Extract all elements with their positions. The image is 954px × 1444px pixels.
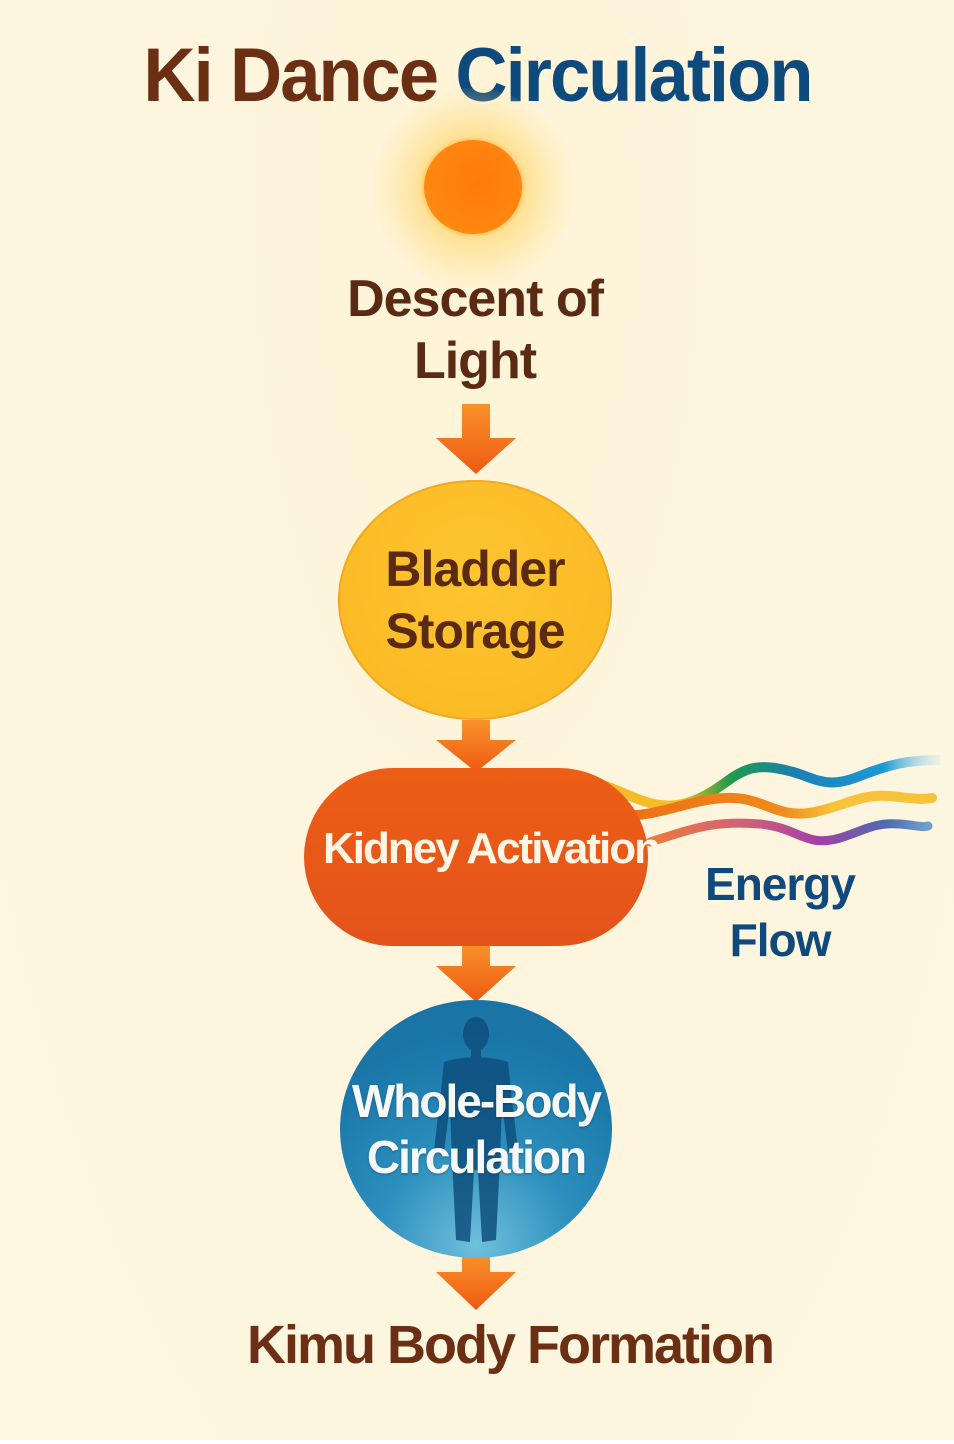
bottom-stream (645, 818, 933, 847)
top-stream (575, 755, 940, 811)
energy-line-1: Energy (705, 858, 856, 910)
arrow-down-icon (434, 944, 518, 1002)
step-descent-of-light: Descent of Light (300, 268, 650, 392)
energy-flow-waves (575, 755, 940, 847)
whole-body-line-2: Circulation (366, 1131, 587, 1183)
arrow-down-icon (434, 404, 518, 474)
whole-body-line-1: Whole-Body (351, 1075, 602, 1127)
energy-line-2: Flow (729, 914, 832, 966)
sun-icon (424, 140, 522, 234)
bladder-label: Bladder Storage (385, 538, 565, 662)
bladder-line-1: Bladder (385, 541, 565, 597)
bottom-edge (0, 1440, 954, 1444)
energy-flow-label: Energy Flow (690, 856, 870, 968)
title-part-ki-dance: Ki Dance (143, 33, 439, 118)
step-kimu-body-formation: Kimu Body Formation (247, 1315, 775, 1375)
kidney-label: Kidney Activation (323, 824, 661, 873)
bladder-line-2: Storage (385, 603, 565, 659)
descent-line-1: Descent of (347, 270, 604, 328)
arrow-down-icon (434, 720, 518, 772)
node-bladder-storage: Bladder Storage (338, 480, 612, 720)
arrow-down-icon (434, 1254, 518, 1310)
middle-stream (595, 790, 937, 821)
node-whole-body-circulation: Whole-Body Circulation (340, 1000, 612, 1258)
whole-body-label: Whole-Body Circulation (351, 1073, 602, 1185)
node-kidney-activation: Kidney Activation (304, 768, 661, 946)
descent-line-2: Light (413, 332, 537, 390)
human-figure-icon (434, 1017, 518, 1242)
diagram-title: Ki Dance Circulation (24, 26, 930, 126)
